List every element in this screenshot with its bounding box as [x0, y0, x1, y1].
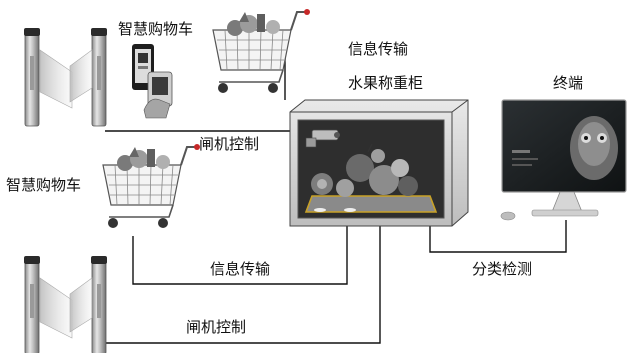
label-terminal: 终端: [553, 74, 584, 92]
gate-turnstile-icon: [90, 255, 108, 353]
connection-lines: [103, 45, 567, 344]
fruit-icon: [311, 143, 418, 197]
label-smart-cart-top: 智慧购物车: [118, 20, 194, 38]
line-gate-control-bottom: [103, 222, 381, 344]
label-smart-cart-left: 智慧购物车: [6, 176, 82, 194]
gate-turnstile-icon: [90, 27, 108, 127]
label-info-transfer-top: 信息传输: [348, 40, 409, 58]
desktop-monitor-icon: [500, 99, 627, 221]
phone-scan-icon: [132, 44, 173, 119]
label-gate-control-bottom: 闸机控制: [186, 318, 247, 336]
gate-top-left: [23, 27, 108, 127]
camera-icon: [305, 129, 340, 148]
gate-turnstile-icon: [23, 27, 41, 127]
line-cabinet-to-terminal: [429, 220, 567, 253]
gate-turnstile-icon: [23, 255, 41, 353]
shopping-cart-icon: [212, 8, 311, 94]
label-fruit-weighing-cabinet: 水果称重柜: [348, 74, 424, 92]
fruit-weighing-cabinet: [289, 99, 469, 227]
line-info-bottom: [132, 222, 348, 285]
shopping-cart-icon: [102, 143, 201, 229]
gate-bottom-left: [23, 255, 108, 353]
label-classification-detection: 分类检测: [472, 260, 533, 278]
label-gate-control-top: 闸机控制: [199, 135, 260, 153]
label-info-transfer-bottom: 信息传输: [210, 260, 271, 278]
